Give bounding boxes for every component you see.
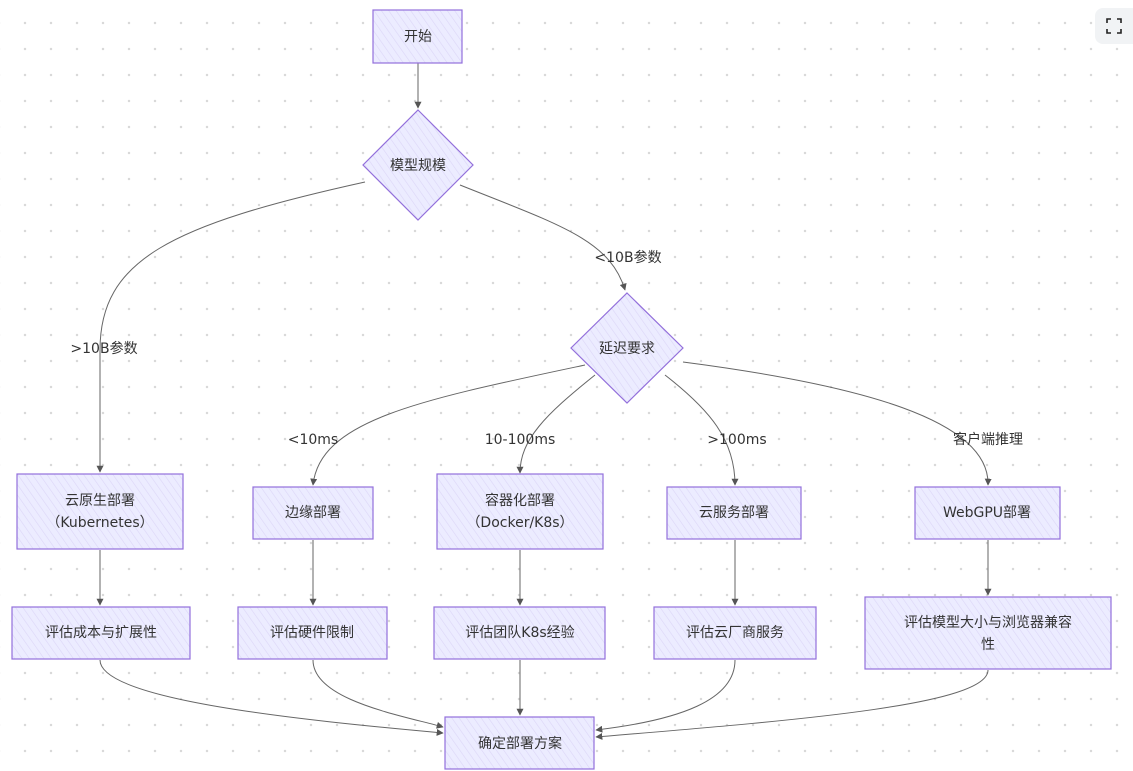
- node-eval-cost-label: 评估成本与扩展性: [45, 625, 157, 641]
- node-cloud-native-line1: 云原生部署: [65, 493, 135, 509]
- edge-evalbrowser-final: [595, 669, 989, 740]
- edge-latency-webgpu: [682, 361, 992, 486]
- edge-label-gt100ms: >100ms: [707, 432, 766, 448]
- node-eval-browser-line1: 评估模型大小与浏览器兼容: [904, 614, 1072, 631]
- edge-label-lt10b: <10B参数: [594, 249, 661, 266]
- edge-latency-container: [516, 374, 596, 474]
- node-cloud-service: 云服务部署: [666, 486, 802, 540]
- edge-label-10-100ms: 10-100ms: [485, 432, 556, 448]
- node-model-size: 模型规模: [362, 109, 474, 221]
- fullscreen-icon: [1106, 18, 1122, 34]
- node-eval-hw: 评估硬件限制: [237, 606, 388, 660]
- edges: [96, 63, 992, 740]
- node-eval-vendor-label: 评估云厂商服务: [686, 625, 784, 641]
- node-cloud-native-line2: （Kubernetes）: [46, 515, 153, 531]
- node-edge: 边缘部署: [252, 486, 374, 540]
- edge-evalvendor-final: [595, 659, 736, 733]
- edge-evalhw-final: [312, 659, 444, 729]
- node-latency: 延迟要求: [570, 292, 684, 404]
- node-container-line2: （Docker/K8s）: [466, 515, 573, 531]
- nodes: 开始 模型规模 延迟要求 云原生部署 （Kubernetes） 边缘部署 容器化…: [11, 9, 1112, 770]
- edge-label-lt10ms: <10ms: [288, 432, 338, 448]
- edge-evalcost-final: [99, 659, 444, 736]
- node-start-label: 开始: [404, 29, 432, 45]
- node-eval-hw-label: 评估硬件限制: [270, 625, 354, 641]
- node-eval-cost: 评估成本与扩展性: [11, 606, 191, 660]
- edge-latency-cloud: [664, 374, 739, 486]
- node-container: 容器化部署 （Docker/K8s）: [436, 473, 604, 550]
- node-container-line1: 容器化部署: [485, 492, 555, 509]
- node-edge-label: 边缘部署: [285, 505, 341, 521]
- edge-label-gt10b: >10B参数: [70, 340, 137, 357]
- node-eval-team-label: 评估团队K8s经验: [465, 625, 574, 641]
- node-final-label: 确定部署方案: [478, 735, 562, 752]
- node-cloud-native: 云原生部署 （Kubernetes）: [16, 473, 184, 550]
- node-latency-label: 延迟要求: [599, 341, 655, 357]
- edge-model-latency: [459, 184, 627, 291]
- node-eval-browser: 评估模型大小与浏览器兼容 性: [864, 596, 1112, 670]
- node-webgpu: WebGPU部署: [914, 486, 1061, 540]
- node-final: 确定部署方案: [444, 716, 595, 770]
- node-start: 开始: [372, 9, 463, 64]
- node-eval-team: 评估团队K8s经验: [433, 606, 606, 660]
- edge-latency-edge: [310, 364, 586, 486]
- node-model-size-label: 模型规模: [390, 158, 446, 174]
- node-eval-browser-line2: 性: [981, 637, 995, 653]
- edge-model-cloudnative: [96, 181, 366, 473]
- edge-labels: >10B参数 <10B参数 <10ms 10-100ms >100ms 客户端推…: [70, 249, 1023, 448]
- fullscreen-button[interactable]: [1095, 8, 1133, 44]
- node-eval-vendor: 评估云厂商服务: [653, 606, 817, 660]
- node-cloud-service-label: 云服务部署: [699, 505, 769, 521]
- node-webgpu-label: WebGPU部署: [943, 505, 1031, 521]
- edge-label-client: 客户端推理: [953, 431, 1023, 448]
